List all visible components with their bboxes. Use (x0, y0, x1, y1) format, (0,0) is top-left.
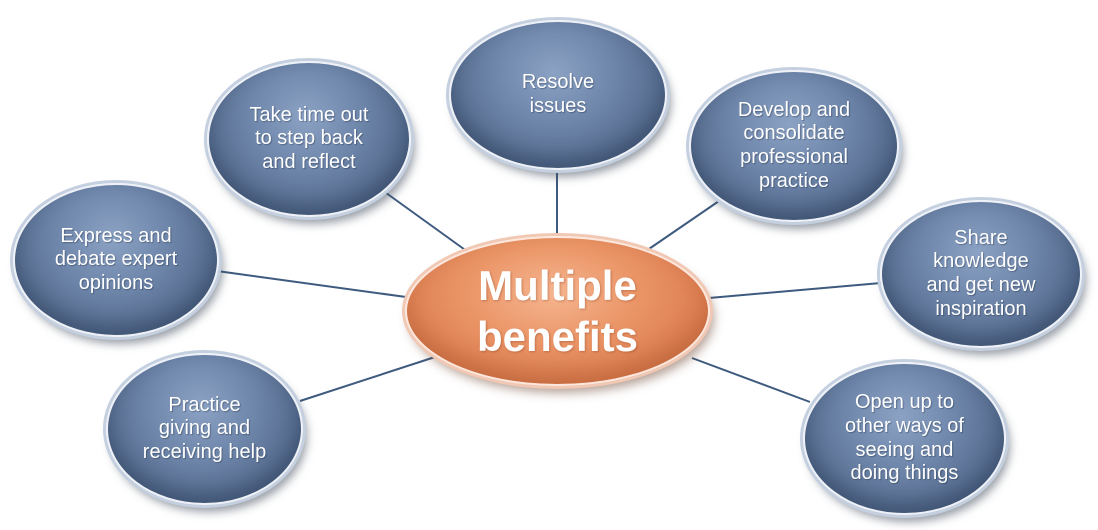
node-label: Express and debate expert opinions (54, 224, 178, 294)
connector-open (691, 357, 811, 403)
center-node-multiple-benefits: Multiple benefits (405, 236, 710, 386)
node-develop-practice: Develop and consolidate professional pra… (689, 70, 899, 222)
connector-express (216, 270, 407, 298)
center-label: Multiple benefits (476, 261, 639, 360)
node-share-knowledge: Share knowledge and get new inspiration (880, 200, 1082, 348)
node-take-time-out: Take time out to step back and reflect (207, 61, 411, 217)
connector-share (708, 282, 882, 299)
node-label: Open up to other ways of seeing and doin… (845, 391, 964, 485)
node-label: Share knowledge and get new inspiration (926, 226, 1036, 320)
node-label: Resolve issues (521, 71, 595, 117)
node-open-up: Open up to other ways of seeing and doin… (803, 362, 1006, 515)
node-express-opinions: Express and debate expert opinions (13, 183, 219, 337)
connector-practice (299, 356, 436, 402)
node-practice-help: Practice giving and receiving help (106, 353, 303, 505)
connector-take-time (381, 189, 469, 253)
node-resolve-issues: Resolve issues (449, 20, 667, 170)
node-label: Develop and consolidate professional pra… (737, 98, 851, 192)
node-label: Take time out to step back and reflect (249, 103, 369, 173)
connector-develop (645, 200, 720, 252)
node-label: Practice giving and receiving help (142, 393, 267, 463)
